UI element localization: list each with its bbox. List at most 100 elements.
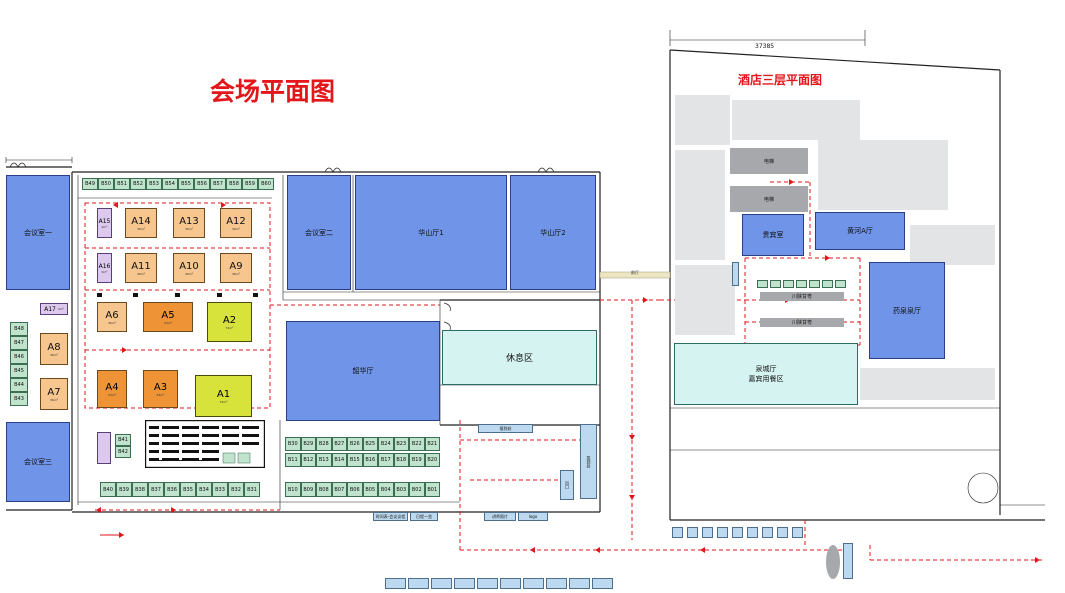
booth-b27[interactable]: B27 [331,437,347,451]
booth-b11[interactable]: B11 [285,453,301,467]
booth-b31[interactable]: B31 [244,482,260,497]
booth-b26[interactable]: B26 [347,437,363,451]
booth-b05[interactable]: B05 [362,482,378,497]
booth-b58[interactable]: B58 [226,178,242,190]
badge [546,578,567,589]
booth-b28[interactable]: B28 [316,437,332,451]
booth-b37[interactable]: B37 [148,482,164,497]
booth-b38[interactable]: B38 [132,482,148,497]
rest-area[interactable]: 休息区 [442,330,597,385]
hotel-booth[interactable] [757,280,768,288]
booth-b20[interactable]: B20 [424,453,440,467]
booth-b06[interactable]: B06 [347,482,363,497]
booth-b17[interactable]: B17 [378,453,394,467]
vip-room[interactable]: 贵宾室 [742,214,804,256]
booth-b44[interactable]: B44 [10,378,28,392]
booth-b25[interactable]: B25 [362,437,378,451]
hotel-booth[interactable] [796,280,807,288]
booth-b57[interactable]: B57 [210,178,226,190]
booth-b52[interactable]: B52 [130,178,146,190]
booth-b60[interactable]: B60 [258,178,274,190]
booth-b35[interactable]: B35 [180,482,196,497]
hotel-booth[interactable] [770,280,781,288]
booth-b24[interactable]: B24 [378,437,394,451]
booth-b30[interactable]: B30 [285,437,301,451]
meeting-room-1[interactable]: 会议室一 [6,175,70,290]
booth-b08[interactable]: B08 [316,482,332,497]
booth-b21[interactable]: B21 [424,437,440,451]
meeting-room-3[interactable]: 会议室三 [6,422,70,502]
booth-b47[interactable]: B47 [10,336,28,350]
booth-b36[interactable]: B36 [164,482,180,497]
booth-b19[interactable]: B19 [409,453,425,467]
yaoquan-hall[interactable]: 药泉泉厅 [869,262,945,359]
huashan-hall-1[interactable]: 华山厅1 [355,175,507,290]
hotel-booth[interactable] [835,280,846,288]
booth-b53[interactable]: B53 [146,178,162,190]
booth-b16[interactable]: B16 [362,453,378,467]
hotel-booth[interactable] [809,280,820,288]
meeting-room-2[interactable]: 会议室二 [287,175,351,290]
shaohua-hall[interactable]: 韶华厅 [286,321,440,421]
booth-b15[interactable]: B15 [347,453,363,467]
booth-b48[interactable]: B48 [10,322,28,336]
hotel-booth[interactable] [783,280,794,288]
booth-b46[interactable]: B46 [10,350,28,364]
booth-b50[interactable]: B50 [98,178,114,190]
booth-b41[interactable]: B41 [115,434,131,446]
booth-b40[interactable]: B40 [100,482,116,497]
booth-b14[interactable]: B14 [331,453,347,467]
booth-b07[interactable]: B07 [331,482,347,497]
booth-b22[interactable]: B22 [409,437,425,451]
hotel-badge [792,527,803,538]
booth-b59[interactable]: B59 [242,178,258,190]
booth-b51[interactable]: B51 [114,178,130,190]
booth-b12[interactable]: B12 [300,453,316,467]
booth-b03[interactable]: B03 [393,482,409,497]
booth-b13[interactable]: B13 [316,453,332,467]
booth-b23[interactable]: B23 [393,437,409,451]
booth-b34[interactable]: B34 [196,482,212,497]
hotel-booth[interactable] [822,280,833,288]
booth-b33[interactable]: B33 [212,482,228,497]
booth-b39[interactable]: B39 [116,482,132,497]
booth-b45[interactable]: B45 [10,364,28,378]
huanghe-hall-a[interactable]: 黄河A厅 [815,212,905,250]
booth-b09[interactable]: B09 [300,482,316,497]
booth-b55[interactable]: B55 [178,178,194,190]
booth-b10[interactable]: B10 [285,482,301,497]
side-sign: 签到处 [580,424,597,499]
bottom-badge-row [385,578,615,589]
huashan-hall-2[interactable]: 华山厅2 [510,175,596,290]
booth-b29[interactable]: B29 [300,437,316,451]
booth-b43[interactable]: B43 [10,392,28,406]
booth-b42[interactable]: B42 [115,446,131,458]
purple-booth-small[interactable] [97,432,111,464]
booth-b01[interactable]: B01 [424,482,440,497]
booth-b32[interactable]: B32 [228,482,244,497]
booth-b56[interactable]: B56 [194,178,210,190]
booth-b54[interactable]: B54 [162,178,178,190]
booth-b02[interactable]: B02 [409,482,425,497]
booth-b18[interactable]: B18 [393,453,409,467]
booth-b04[interactable]: B04 [378,482,394,497]
booth-b49[interactable]: B49 [82,178,98,190]
quancheng-hall[interactable]: 泉城厅 嘉宾用餐区 [674,343,858,405]
